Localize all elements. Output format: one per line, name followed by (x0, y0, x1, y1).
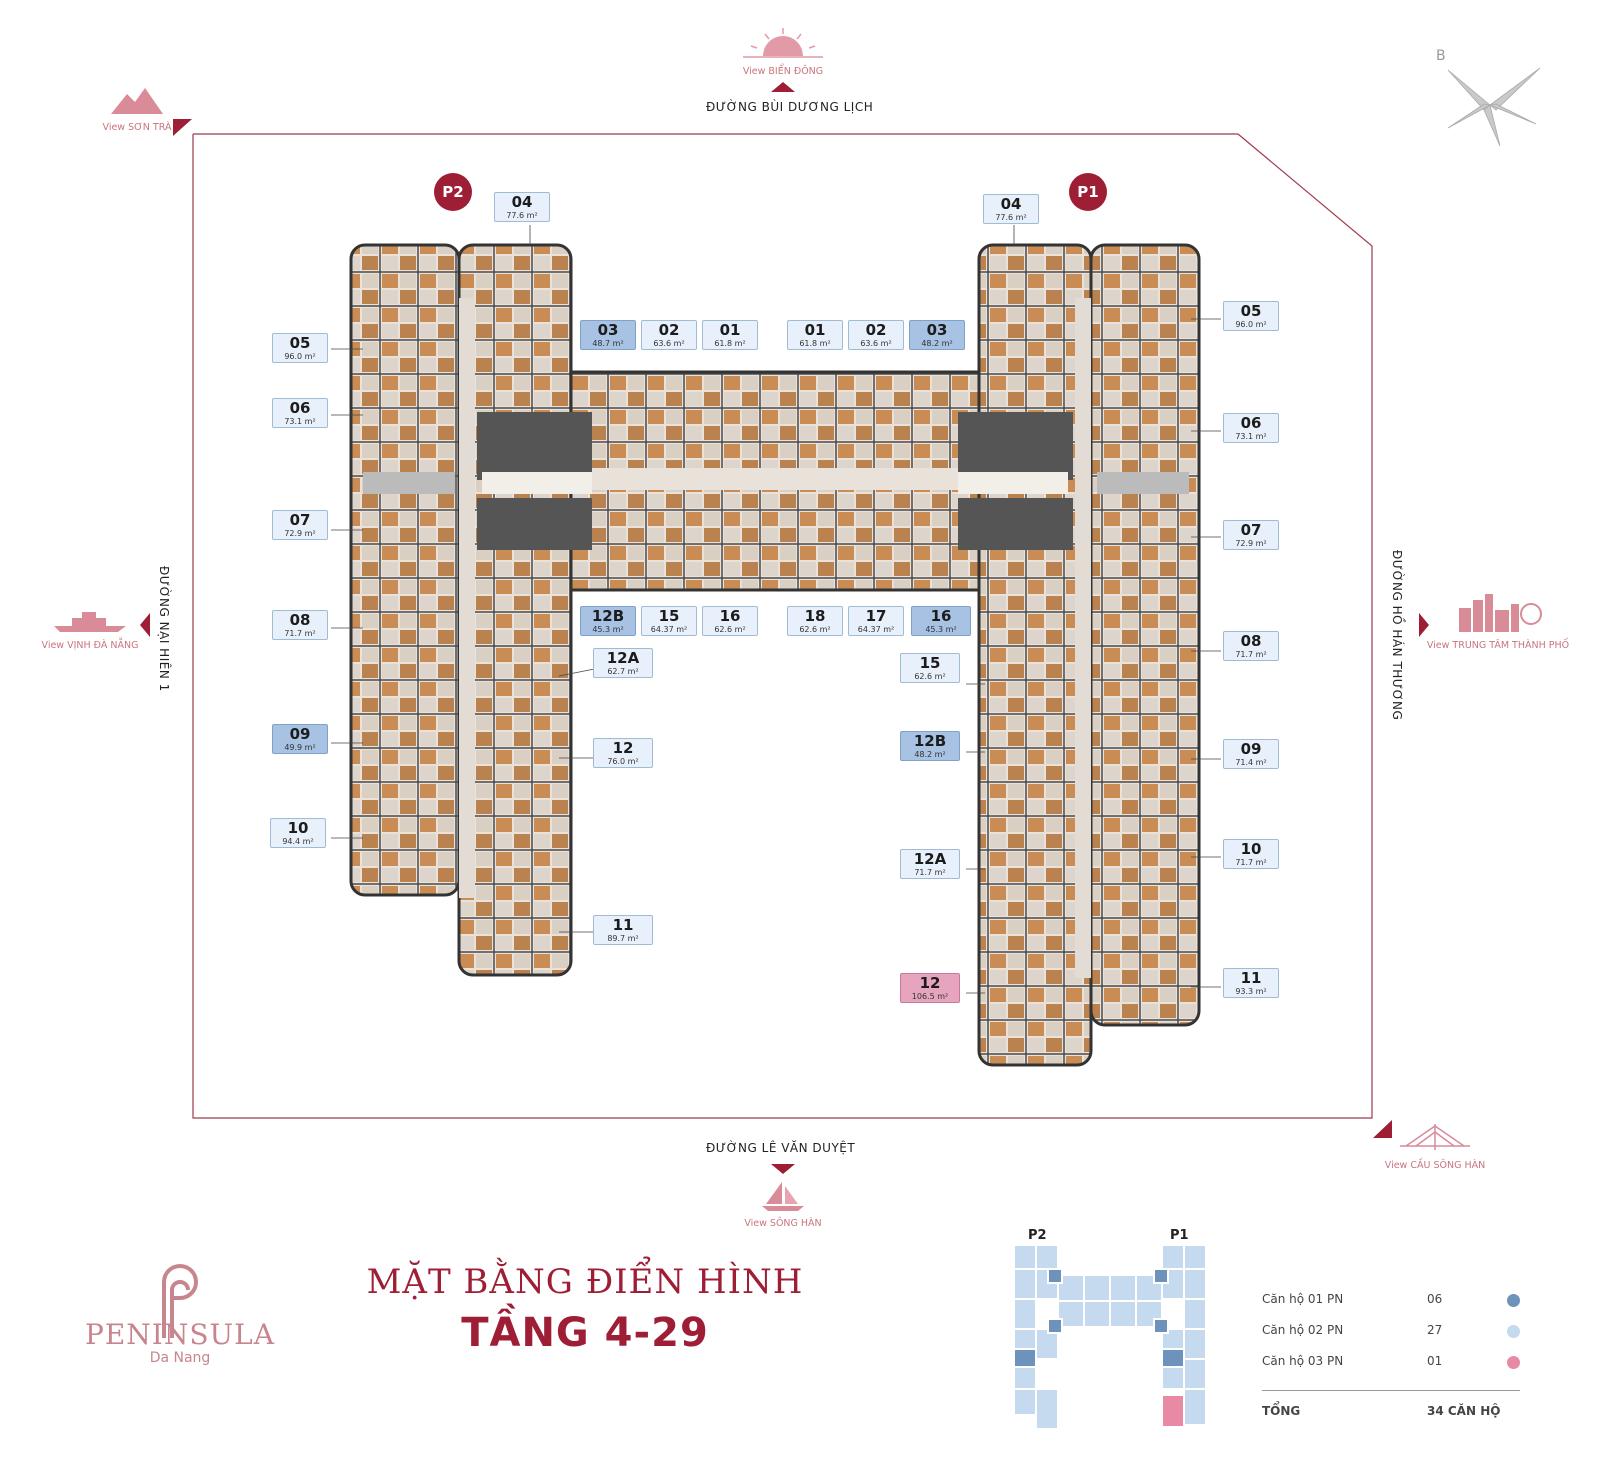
brand-subtitle: Da Nang (149, 1350, 211, 1366)
legend-row-1pn: Căn hộ 01 PN 06 (1262, 1292, 1520, 1312)
legend-count-1pn: 06 (1427, 1292, 1443, 1306)
view-trung-tam: View TRUNG TÂM THÀNH PHỐ (1418, 590, 1578, 651)
legend-count-3pn: 01 (1427, 1354, 1443, 1368)
view-song-han-label: View SÔNG HÀN (744, 1218, 822, 1229)
legend-count-2pn: 27 (1427, 1323, 1443, 1337)
page-title: MẶT BẰNG ĐIỂN HÌNH (366, 1262, 804, 1302)
minimap-p2-label: P2 (1028, 1228, 1047, 1243)
legend-label-1pn: Căn hộ 01 PN (1262, 1292, 1344, 1306)
street-north: ĐƯỜNG BÙI DƯƠNG LỊCH (706, 100, 874, 114)
legend-dot-2pn (1507, 1325, 1520, 1338)
minimap-p1-label: P1 (1170, 1228, 1189, 1243)
mountain-icon (111, 88, 163, 114)
minimap (1013, 1245, 1207, 1430)
city-skyline-icon (1459, 594, 1542, 632)
compass-north-label: B (1436, 48, 1446, 64)
view-song-han: View SÔNG HÀN (728, 1180, 838, 1229)
sailboat-icon (762, 1182, 804, 1211)
peninsula-logo-icon (162, 1264, 199, 1338)
view-son-tra: View SƠN TRÀ (82, 84, 192, 133)
view-cau-song-han: View CẦU SÔNG HÀN (1380, 1122, 1490, 1171)
floor-range-title: TẦNG 4-29 (461, 1310, 709, 1356)
view-bien-dong-label: View BIỂN ĐÔNG (742, 66, 824, 77)
sunrise-icon (743, 28, 823, 58)
compass-icon (1447, 67, 1541, 147)
legend-label-2pn: Căn hộ 02 PN (1262, 1323, 1344, 1337)
legend-total-value: 34 CĂN HỘ (1427, 1404, 1501, 1418)
legend-row-3pn: Căn hộ 03 PN 01 (1262, 1354, 1520, 1374)
view-trung-tam-label: View TRUNG TÂM THÀNH PHỐ (1426, 640, 1570, 651)
street-south: ĐƯỜNG LÊ VĂN DUYỆT (706, 1141, 856, 1155)
legend-row-2pn: Căn hộ 02 PN 27 (1262, 1323, 1520, 1343)
brand-name: PENINSULA (85, 1318, 275, 1351)
legend-total-label: TỔNG (1262, 1404, 1301, 1418)
tower-p1-tag: P1 (1069, 173, 1107, 211)
street-east: ĐƯỜNG HỒ HÁN THƯƠNG (1390, 550, 1404, 721)
view-son-tra-label: View SƠN TRÀ (102, 122, 172, 133)
bridge-icon (1400, 1124, 1470, 1150)
tower-p2-tag: P2 (434, 173, 472, 211)
legend-divider (1262, 1390, 1520, 1391)
legend-label-3pn: Căn hộ 03 PN (1262, 1354, 1344, 1368)
view-cau-song-han-label: View CẦU SÔNG HÀN (1384, 1160, 1486, 1171)
view-vinh-da-nang: View VỊNH ĐÀ NẴNG (30, 610, 150, 651)
street-west: ĐƯỜNG NẠI HIÊN 1 (157, 566, 171, 692)
legend-dot-3pn (1507, 1356, 1520, 1369)
view-vinh-da-nang-label: View VỊNH ĐÀ NẴNG (41, 640, 139, 651)
legend-total-row: TỔNG 34 CĂN HỘ (1262, 1404, 1512, 1424)
legend-dot-1pn (1507, 1294, 1520, 1307)
ship-icon (54, 612, 126, 632)
view-bien-dong: View BIỂN ĐÔNG (728, 26, 838, 77)
